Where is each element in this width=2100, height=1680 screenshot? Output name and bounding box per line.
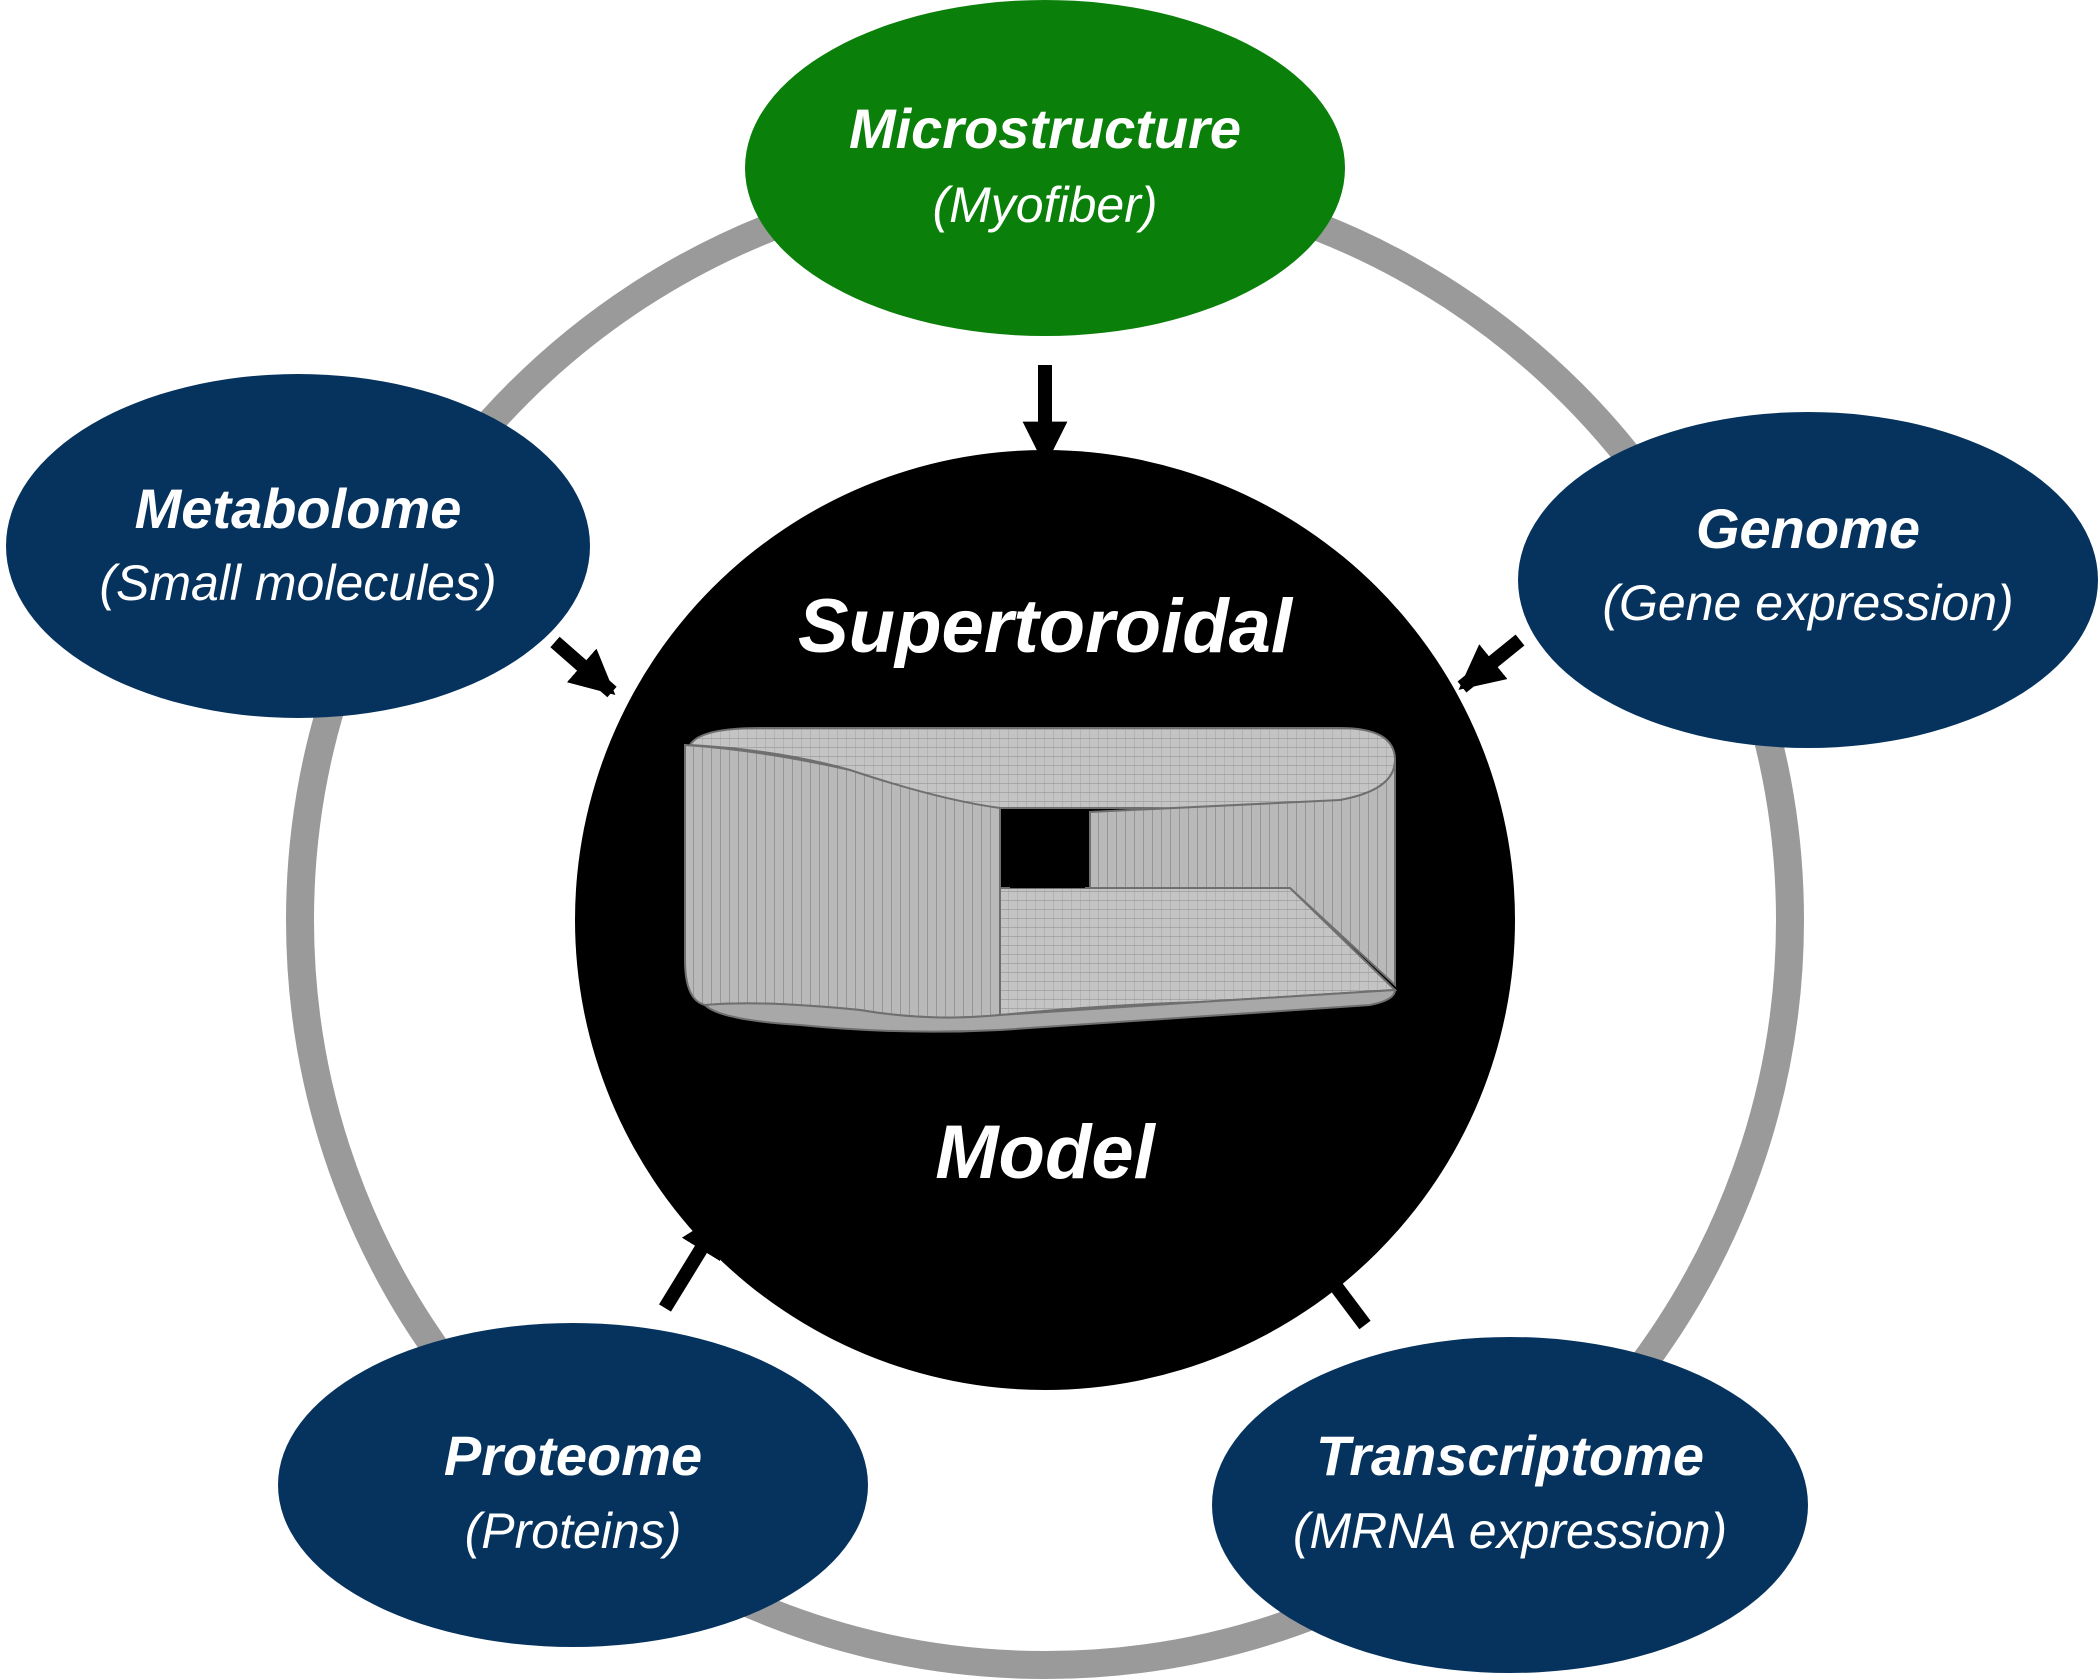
node-transcriptome-ellipse xyxy=(1212,1337,1808,1673)
node-proteome-ellipse xyxy=(278,1323,868,1647)
center-title: Supertoroidal xyxy=(798,584,1294,669)
arrow-genome xyxy=(1457,634,1525,693)
supertoroid-mesh xyxy=(684,727,1398,1033)
node-microstructure: Microstructure (Myofiber) xyxy=(745,0,1345,336)
node-genome-ellipse xyxy=(1518,412,2098,748)
node-microstructure-ellipse xyxy=(745,0,1345,336)
center-subtitle: Model xyxy=(935,1110,1156,1195)
node-metabolome-title: Metabolome xyxy=(135,477,462,540)
node-transcriptome-subtitle: (MRNA expression) xyxy=(1293,1503,1727,1559)
node-microstructure-subtitle: (Myofiber) xyxy=(932,177,1157,233)
node-genome-title: Genome xyxy=(1696,497,1920,560)
arrow-transcriptome xyxy=(1299,1240,1371,1330)
node-transcriptome-title: Transcriptome xyxy=(1316,1424,1704,1487)
arrow-proteome xyxy=(659,1211,728,1312)
node-metabolome-subtitle: (Small molecules) xyxy=(99,555,496,611)
node-proteome-subtitle: (Proteins) xyxy=(465,1503,682,1559)
node-genome-subtitle: (Gene expression) xyxy=(1602,575,2013,631)
supertoroid-bottom-edge xyxy=(702,988,1397,1033)
supertoroid-right-wall xyxy=(1089,759,1396,988)
node-proteome-title: Proteome xyxy=(444,1424,702,1487)
node-microstructure-title: Microstructure xyxy=(849,97,1241,160)
supertoroid-hole xyxy=(1010,840,1085,888)
node-transcriptome: Transcriptome (MRNA expression) xyxy=(1212,1337,1808,1673)
node-genome: Genome (Gene expression) xyxy=(1518,412,2098,748)
node-proteome: Proteome (Proteins) xyxy=(278,1323,868,1647)
node-metabolome-ellipse xyxy=(6,374,590,718)
node-metabolome: Metabolome (Small molecules) xyxy=(6,374,590,718)
arrow-metabolome xyxy=(550,636,617,698)
